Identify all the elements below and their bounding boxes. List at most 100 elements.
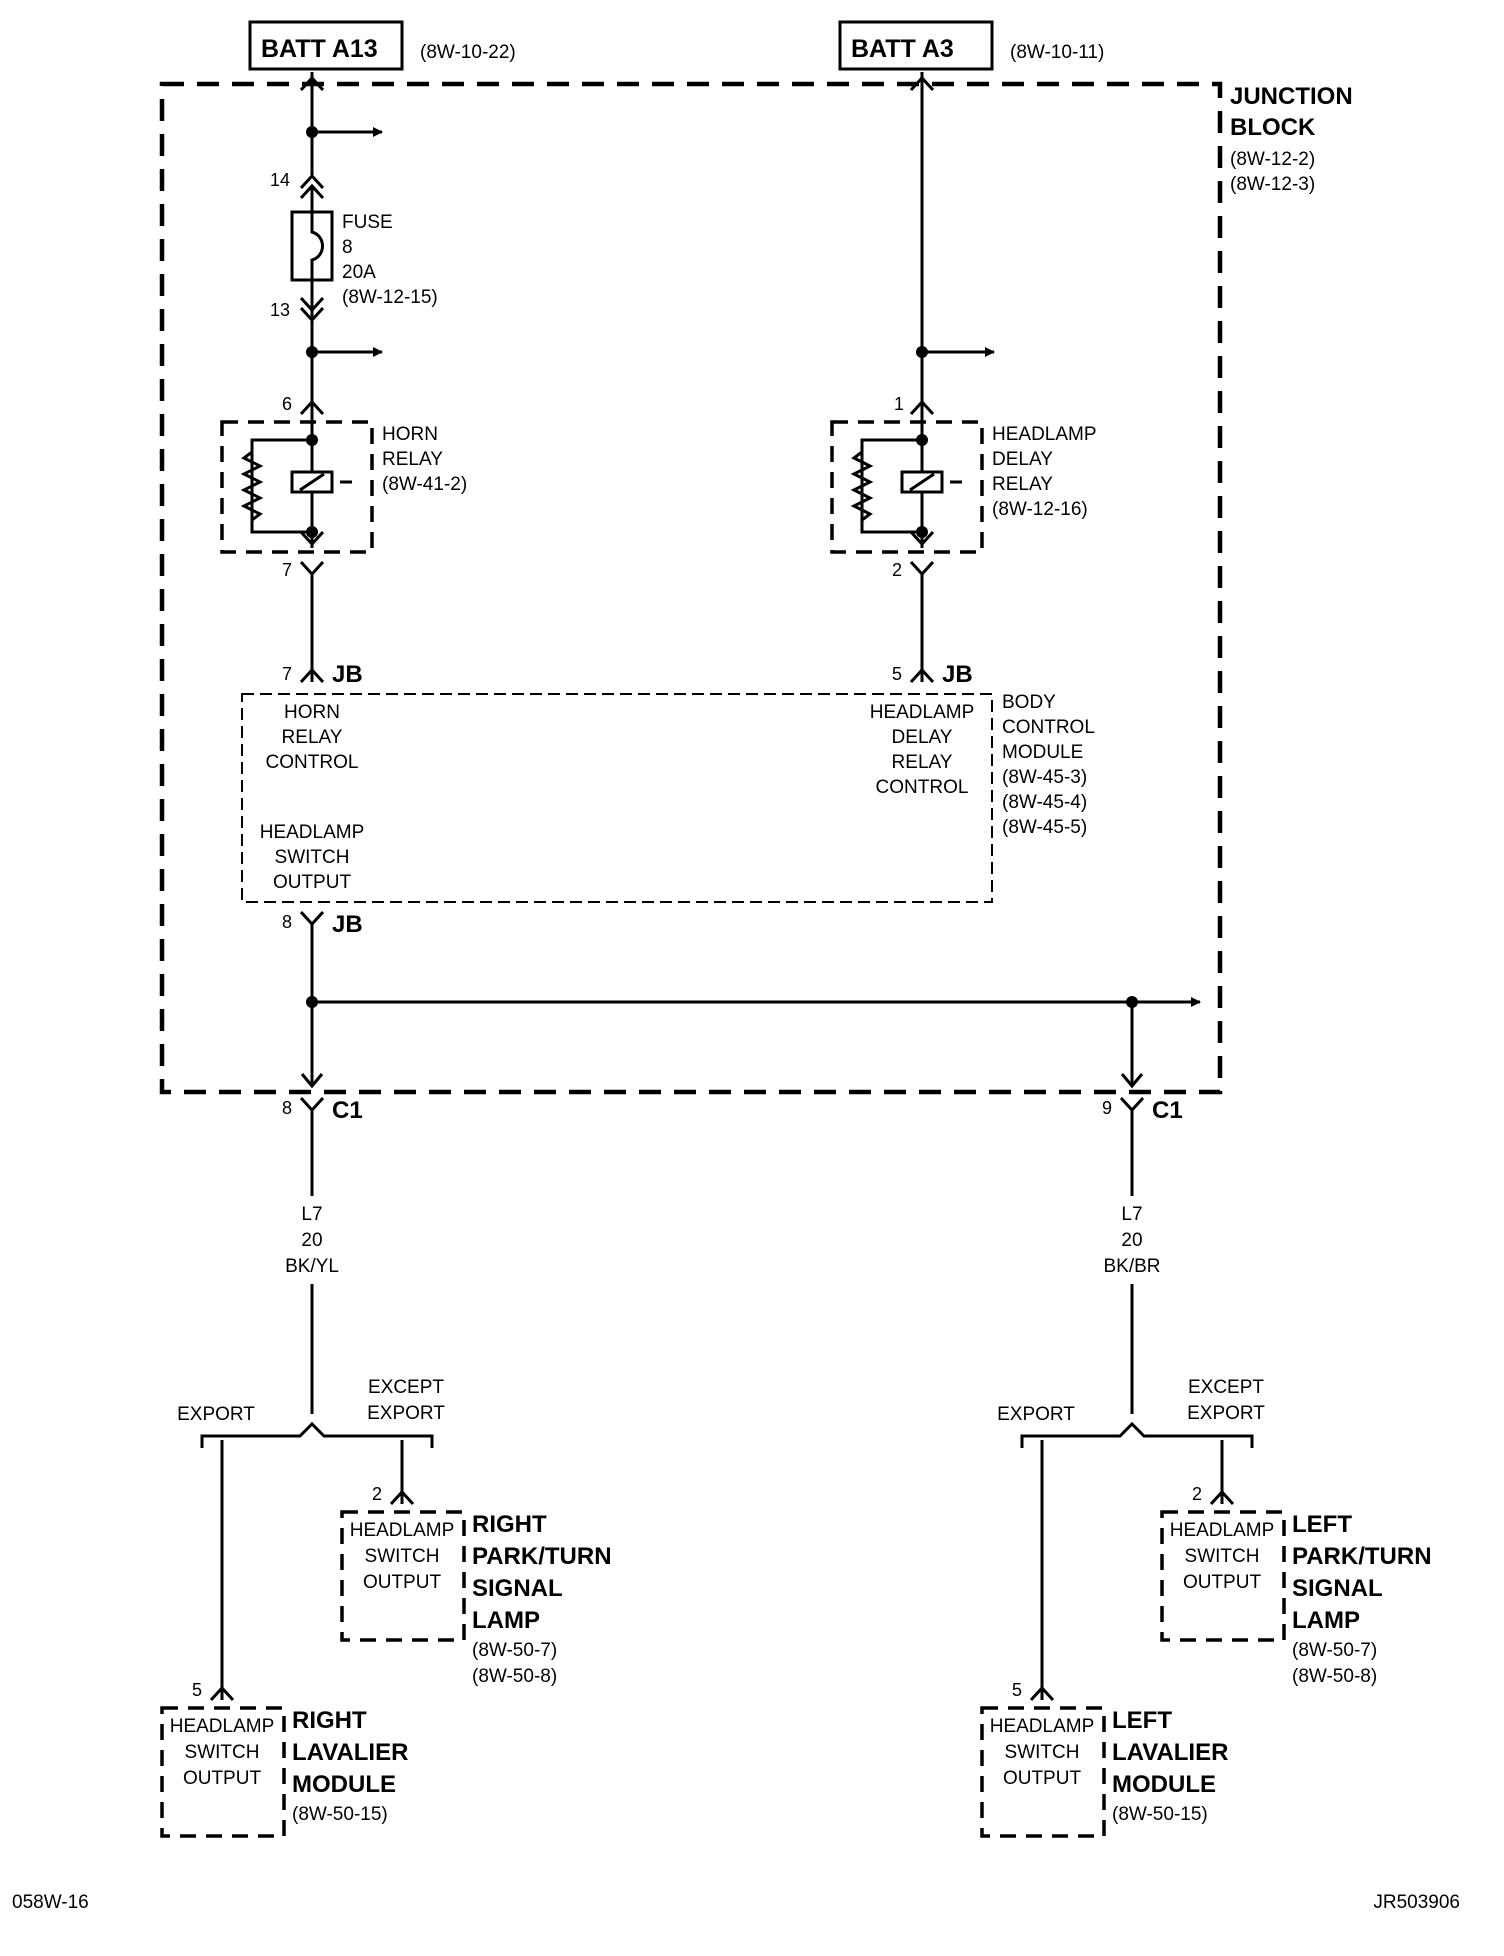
left-lavalier-module: 5 HEADLAMP SWITCH OUTPUT LEFT LAVALIER M… [980, 1680, 1228, 1838]
svg-text:MODULE: MODULE [1112, 1771, 1216, 1798]
svg-text:(8W-50-15): (8W-50-15) [1112, 1804, 1208, 1825]
svg-text:LEFT: LEFT [1112, 1707, 1172, 1734]
fuse-8: FUSE 8 20A (8W-12-15) [290, 210, 438, 308]
footer-right-code: JR503906 [1373, 1892, 1460, 1913]
svg-text:5: 5 [192, 1680, 202, 1700]
svg-text:EXCEPT: EXCEPT [1188, 1377, 1264, 1398]
svg-text:(8W-45-5): (8W-45-5) [1002, 817, 1087, 838]
svg-text:OUTPUT: OUTPUT [1183, 1572, 1262, 1593]
svg-text:BODY: BODY [1002, 692, 1056, 713]
bcm-pin-horn: 7 [282, 664, 292, 684]
junction-block-outline [159, 81, 1223, 1095]
horn-relay-pin-in: 6 [282, 394, 292, 414]
svg-text:HORN: HORN [284, 702, 340, 723]
svg-text:BLOCK: BLOCK [1230, 114, 1316, 141]
horn-relay-output-wire: 7 7 JB [282, 560, 363, 688]
hdr-pin-out: 2 [892, 560, 902, 580]
svg-text:RELAY: RELAY [382, 449, 443, 470]
svg-text:9: 9 [1102, 1098, 1112, 1118]
batt-a3: BATT A3 (8W-10-11) [838, 20, 1104, 71]
svg-text:CONTROL: CONTROL [876, 777, 969, 798]
c1-right: 9 C1 [1102, 1096, 1183, 1124]
fuse-pin-in: 14 [270, 170, 290, 190]
svg-text:(8W-50-8): (8W-50-8) [472, 1666, 557, 1687]
svg-text:HEADLAMP: HEADLAMP [1170, 1520, 1275, 1541]
svg-text:SWITCH: SWITCH [1185, 1546, 1260, 1567]
svg-text:EXPORT: EXPORT [997, 1404, 1075, 1425]
svg-text:CONTROL: CONTROL [1002, 717, 1095, 738]
svg-text:RELAY: RELAY [992, 474, 1053, 495]
svg-text:SWITCH: SWITCH [275, 847, 350, 868]
svg-text:(8W-50-15): (8W-50-15) [292, 1804, 388, 1825]
right-harness-wire: L7 20 BK/BR EXPORT EXCEPT EXPORT [997, 1110, 1265, 1700]
bcm-jb-hdr: JB [942, 661, 973, 688]
c1-left: 8 C1 [282, 1096, 363, 1124]
horn-relay: HORN RELAY (8W-41-2) [220, 420, 467, 554]
svg-text:(8W-50-7): (8W-50-7) [1292, 1640, 1377, 1661]
svg-text:20: 20 [301, 1230, 322, 1251]
svg-text:BK/YL: BK/YL [285, 1256, 339, 1277]
svg-text:C1: C1 [332, 1097, 363, 1124]
svg-text:HEADLAMP: HEADLAMP [990, 1716, 1095, 1737]
svg-text:RELAY: RELAY [282, 727, 343, 748]
svg-text:(8W-50-7): (8W-50-7) [472, 1640, 557, 1661]
svg-text:(8W-45-4): (8W-45-4) [1002, 792, 1087, 813]
svg-text:(8W-12-16): (8W-12-16) [992, 499, 1088, 520]
hdr-pin-in: 1 [894, 394, 904, 414]
svg-text:(8W-41-2): (8W-41-2) [382, 474, 467, 495]
svg-text:L7: L7 [301, 1204, 322, 1225]
svg-text:DELAY: DELAY [992, 449, 1053, 470]
fuse-pin-out: 13 [270, 300, 290, 320]
svg-text:C1: C1 [1152, 1097, 1183, 1124]
svg-text:RELAY: RELAY [892, 752, 953, 773]
svg-text:SIGNAL: SIGNAL [472, 1575, 563, 1602]
svg-text:FUSE: FUSE [342, 212, 393, 233]
bcm-headlamp-switch-output-wire: 8 JB [282, 910, 1201, 1089]
svg-text:EXPORT: EXPORT [367, 1403, 445, 1424]
bcm-jb-hso: JB [332, 911, 363, 938]
svg-text:OUTPUT: OUTPUT [183, 1768, 262, 1789]
bcm-pin-hso: 8 [282, 912, 292, 932]
right-feed-wire: 1 [894, 72, 995, 420]
svg-text:OUTPUT: OUTPUT [1003, 1768, 1082, 1789]
batt-a3-label: BATT A3 [851, 35, 954, 63]
svg-text:LAMP: LAMP [472, 1607, 540, 1634]
svg-text:SIGNAL: SIGNAL [1292, 1575, 1383, 1602]
svg-text:EXPORT: EXPORT [1187, 1403, 1265, 1424]
svg-text:OUTPUT: OUTPUT [273, 872, 352, 893]
svg-text:BK/BR: BK/BR [1103, 1256, 1160, 1277]
batt-a13-label: BATT A13 [261, 35, 378, 63]
svg-text:SWITCH: SWITCH [185, 1742, 260, 1763]
bcm-jb-horn: JB [332, 661, 363, 688]
svg-text:HEADLAMP: HEADLAMP [992, 424, 1097, 445]
svg-text:MODULE: MODULE [1002, 742, 1083, 763]
svg-text:20A: 20A [342, 262, 376, 283]
svg-text:(8W-12-2): (8W-12-2) [1230, 149, 1315, 170]
batt-a3-ref: (8W-10-11) [1010, 42, 1104, 63]
svg-text:(8W-12-3): (8W-12-3) [1230, 174, 1315, 195]
svg-text:20: 20 [1121, 1230, 1142, 1251]
hdr-output-wire: 2 5 JB [892, 560, 973, 688]
junction-block-label: JUNCTION BLOCK (8W-12-2) (8W-12-3) [1230, 83, 1353, 195]
svg-text:5: 5 [1012, 1680, 1022, 1700]
left-feed-wire: 14 [270, 72, 383, 212]
svg-text:8: 8 [342, 237, 353, 258]
body-control-module: HORN RELAY CONTROL HEADLAMP DELAY RELAY … [241, 692, 1095, 903]
left-harness-wire: L7 20 BK/YL EXPORT EXCEPT EXPORT [177, 1110, 445, 1700]
left-park-turn-signal-lamp: 2 HEADLAMP SWITCH OUTPUT LEFT PARK/TURN … [1160, 1484, 1432, 1687]
svg-text:JUNCTION: JUNCTION [1230, 83, 1353, 110]
svg-text:LAVALIER: LAVALIER [292, 1739, 408, 1766]
footer-left-code: 058W-16 [12, 1892, 89, 1913]
svg-text:2: 2 [1192, 1484, 1202, 1504]
svg-text:HEADLAMP: HEADLAMP [350, 1520, 455, 1541]
horn-relay-pin-out: 7 [282, 560, 292, 580]
svg-text:8: 8 [282, 1098, 292, 1118]
svg-text:L7: L7 [1121, 1204, 1142, 1225]
batt-a13: BATT A13 (8W-10-22) [248, 20, 516, 71]
svg-text:PARK/TURN: PARK/TURN [472, 1543, 612, 1570]
svg-text:HORN: HORN [382, 424, 438, 445]
fuse-output-wire: 13 6 [270, 280, 383, 420]
svg-text:LAMP: LAMP [1292, 1607, 1360, 1634]
